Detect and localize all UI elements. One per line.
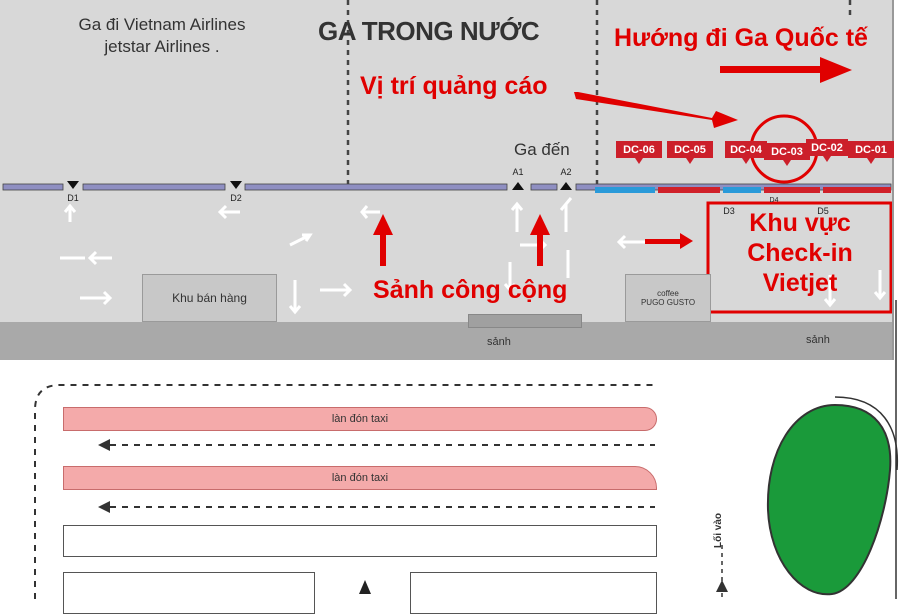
arrival-label: Ga đến xyxy=(514,140,570,159)
ad-spot-dc02[interactable]: DC-02 xyxy=(806,139,848,162)
gate-d5: D5 xyxy=(817,206,829,216)
road-dashed xyxy=(34,384,655,599)
gate-segment xyxy=(530,183,558,191)
public-hall-text: Sảnh công cộng xyxy=(373,276,568,304)
gate-segment xyxy=(82,183,226,191)
checkin-counter xyxy=(723,187,761,193)
gate-segment xyxy=(2,183,64,191)
checkin-counter xyxy=(658,187,720,193)
ad-spot-dc03[interactable]: DC-03 xyxy=(764,143,810,166)
gate-d2: D2 xyxy=(230,193,242,203)
ad-position-text: Vị trí quảng cáo xyxy=(360,72,548,100)
red-arrows xyxy=(373,57,852,266)
gate-d3: D3 xyxy=(723,206,735,216)
curb-label-left: sảnh xyxy=(487,336,511,348)
gate-d4: D4 xyxy=(769,197,779,204)
checkin-counter xyxy=(595,187,655,193)
curb-strip xyxy=(0,322,893,360)
entrance-label: Lối vào xyxy=(713,512,724,548)
gate-d1: D1 xyxy=(67,193,79,203)
gate-marker xyxy=(560,182,572,190)
ad-spot-dc05[interactable]: DC-05 xyxy=(667,141,713,164)
airline-note-line1: Ga đi Vietnam Airlines xyxy=(78,15,246,34)
coffee-shop: coffee PUGO GUSTO xyxy=(625,274,711,322)
taxi-lane-2: làn đón taxi xyxy=(63,466,657,490)
airline-note: Ga đi Vietnam Airlines jetstar Airlines … xyxy=(78,14,246,58)
checkin-line2: Check-in xyxy=(747,239,853,267)
ad-spot-dc06[interactable]: DC-06 xyxy=(616,141,662,164)
ad-spot-dc04[interactable]: DC-04 xyxy=(725,141,767,164)
gate-a2: A2 xyxy=(560,167,572,177)
coffee-brand: PUGO GUSTO xyxy=(640,298,696,307)
lane-box-right xyxy=(410,572,657,614)
curb-label-right: sảnh xyxy=(806,334,830,346)
checkin-counter xyxy=(823,187,891,193)
international-direction-text: Hướng đi Ga Quốc tế xyxy=(614,24,868,52)
terminal-title: GA TRONG NƯỚC xyxy=(318,16,540,46)
checkin-counter xyxy=(764,187,820,193)
gate-segment xyxy=(244,183,508,191)
gate-marker xyxy=(512,182,524,190)
hall-entrance xyxy=(468,314,582,328)
green-area xyxy=(766,403,892,596)
lane-empty xyxy=(63,525,657,557)
checkin-line3: Vietjet xyxy=(762,269,838,297)
gate-a1: A1 xyxy=(512,167,524,177)
vietjet-checkin-text: Khu vực Check-in Vietjet xyxy=(712,208,888,298)
checkin-line1: Khu vực xyxy=(749,209,851,237)
checkin-box xyxy=(706,201,893,314)
shop-area: Khu bán hàng xyxy=(142,274,277,322)
ad-spot-dc01[interactable]: DC-01 xyxy=(848,141,894,164)
lane-box-left xyxy=(63,572,315,614)
coffee-label: coffee xyxy=(657,289,679,298)
gate-marker xyxy=(67,181,79,189)
taxi-lane-1: làn đón taxi xyxy=(63,407,657,431)
gate-marker xyxy=(230,181,242,189)
airline-note-line2: jetstar Airlines . xyxy=(104,37,220,56)
